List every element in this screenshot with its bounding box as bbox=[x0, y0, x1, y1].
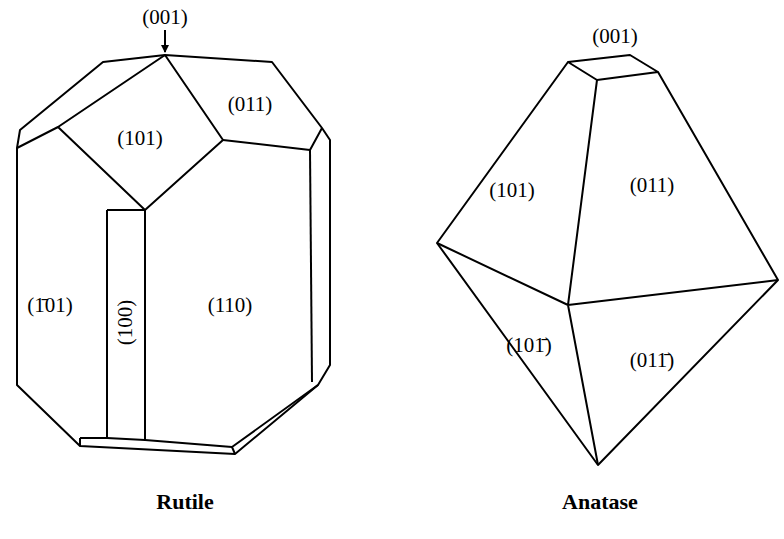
face-label: (011) bbox=[630, 175, 675, 196]
face-label: (001) bbox=[142, 7, 188, 28]
face-label: (100) bbox=[116, 299, 137, 345]
face-label: (011) bbox=[228, 94, 273, 115]
anatase-crystal bbox=[437, 55, 778, 465]
face-label: (101) bbox=[489, 180, 535, 201]
face-label: (1̄01) bbox=[27, 295, 73, 316]
face-label: (001) bbox=[592, 26, 638, 47]
face-label: (110) bbox=[208, 295, 253, 316]
face-label: (011̄) bbox=[630, 350, 675, 371]
face-label: (101̄) bbox=[506, 335, 552, 356]
rutile-crystal bbox=[17, 30, 330, 454]
face-label: (101) bbox=[117, 128, 163, 149]
crystal-title: Anatase bbox=[562, 491, 638, 513]
crystal-title: Rutile bbox=[156, 491, 213, 513]
